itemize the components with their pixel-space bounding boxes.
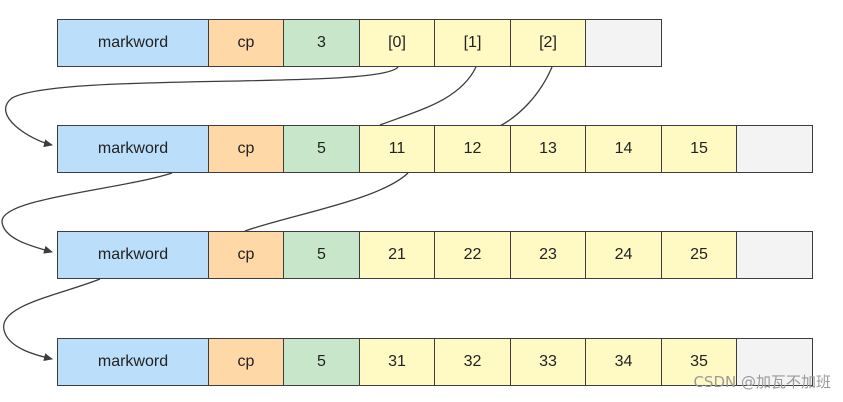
arrow-slot1-to-row2 (379, 66, 477, 126)
len-cell: 5 (283, 231, 360, 279)
slot-cell: [1] (434, 19, 511, 67)
slot-cell: 32 (434, 338, 511, 386)
slot-cell: 15 (660, 125, 738, 173)
slot-cell: [2] (509, 19, 587, 67)
watermark: CSDN @加瓦不加班 (693, 373, 831, 391)
markword-cell: markword (57, 231, 209, 279)
slot-cell: 35 (660, 338, 738, 386)
slot-cell: 31 (358, 338, 436, 386)
slot-cell: 25 (660, 231, 738, 279)
slot-cell: 13 (509, 125, 587, 173)
markword-cell: markword (57, 338, 209, 386)
slot-cell: [0] (358, 19, 436, 67)
empty-cell (585, 19, 662, 67)
len-cell: 3 (283, 19, 360, 67)
slot-cell: 11 (358, 125, 436, 173)
empty-cell (736, 338, 813, 386)
slot-cell: 12 (434, 125, 511, 173)
cp-cell: cp (207, 19, 285, 67)
markword-cell: markword (57, 125, 209, 173)
slot-cell: 22 (434, 231, 511, 279)
slot-cell: 24 (585, 231, 662, 279)
markword-cell: markword (57, 19, 209, 67)
cp-cell: cp (207, 125, 285, 173)
cp-cell: cp (207, 338, 285, 386)
arrow-slot2-to-row3 (499, 66, 553, 127)
slot-cell: 34 (585, 338, 662, 386)
slot-cell: 21 (358, 231, 436, 279)
arrow-slot1-continued (244, 172, 409, 232)
slot-cell: 14 (585, 125, 662, 173)
len-cell: 5 (283, 125, 360, 173)
empty-cell (736, 231, 813, 279)
empty-cell (736, 125, 813, 173)
slot-cell: 23 (509, 231, 587, 279)
slot-cell: 33 (509, 338, 587, 386)
cp-cell: cp (207, 231, 285, 279)
len-cell: 5 (283, 338, 360, 386)
